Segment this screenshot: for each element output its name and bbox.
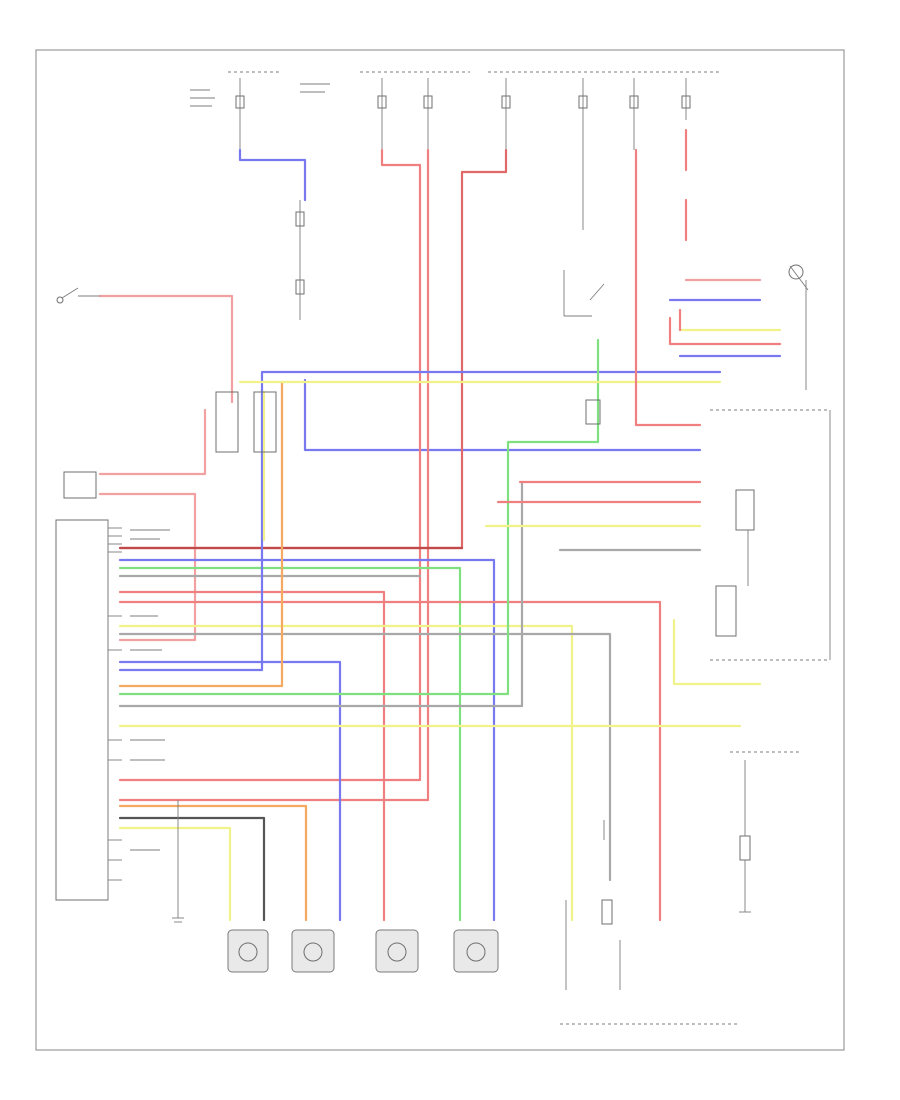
middle-relays — [215, 150, 605, 453]
speed-sensor-rear-right — [453, 929, 499, 973]
diagram-frame — [35, 49, 845, 1051]
speed-sensor-front-left — [291, 929, 335, 973]
illegible-labels — [130, 529, 170, 851]
speed-sensor-front-right — [227, 929, 269, 973]
ground-points — [172, 800, 751, 923]
right-connector — [710, 409, 831, 661]
wire-harness — [98, 128, 782, 922]
power-sources — [190, 71, 720, 150]
abs-terminal-ticks — [108, 527, 122, 881]
speed-sensor-rear-left — [375, 929, 419, 973]
left-switch — [56, 287, 100, 499]
abs-control-relay-actuator — [55, 519, 122, 901]
combination-meter — [560, 751, 800, 1025]
stop-lamp-switch — [788, 264, 809, 390]
